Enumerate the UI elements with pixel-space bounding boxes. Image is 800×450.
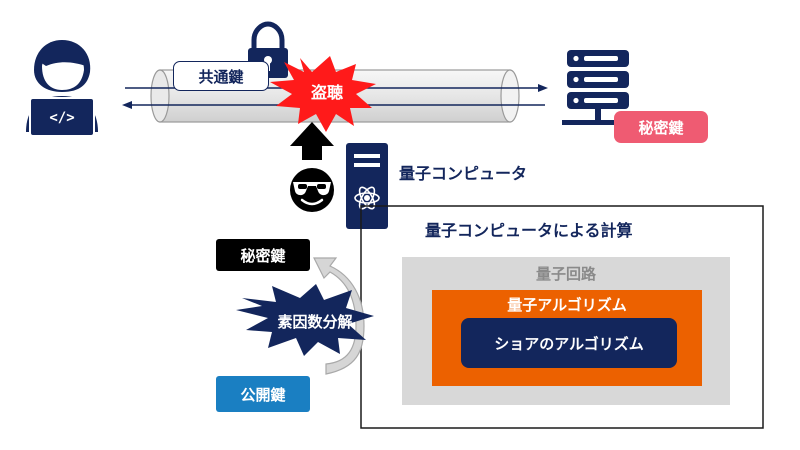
common-key-label: 共通鍵 <box>173 61 269 91</box>
quantum-algorithm-label: 量子アルゴリズム <box>507 295 627 314</box>
programmer-icon: </> <box>26 40 98 137</box>
server-private-key-label: 秘密鍵 <box>614 111 708 143</box>
factor-private-key-label: 秘密鍵 <box>216 239 310 271</box>
attacker-icon <box>290 168 334 212</box>
server-icon <box>562 50 634 125</box>
quantum-computer-icon <box>346 143 388 229</box>
quantum-computer-label: 量子コンピュータ <box>399 164 528 183</box>
shor-algorithm-box <box>461 318 677 368</box>
curved-arrow-icon <box>313 257 365 375</box>
computation-box-title: 量子コンピュータによる計算 <box>425 221 633 240</box>
factorization-burst <box>236 284 374 356</box>
eavesdrop-burst <box>270 56 376 132</box>
up-arrow-icon <box>290 122 334 160</box>
quantum-circuit-label: 量子回路 <box>535 264 596 283</box>
eavesdrop-label: 盗聴 <box>310 83 343 102</box>
public-key-label: 公開鍵 <box>216 376 310 412</box>
svg-text:</>: </> <box>49 110 74 126</box>
shor-algorithm-label: ショアのアルゴリズム <box>494 334 644 353</box>
factorization-label: 素因数分解 <box>277 312 353 331</box>
